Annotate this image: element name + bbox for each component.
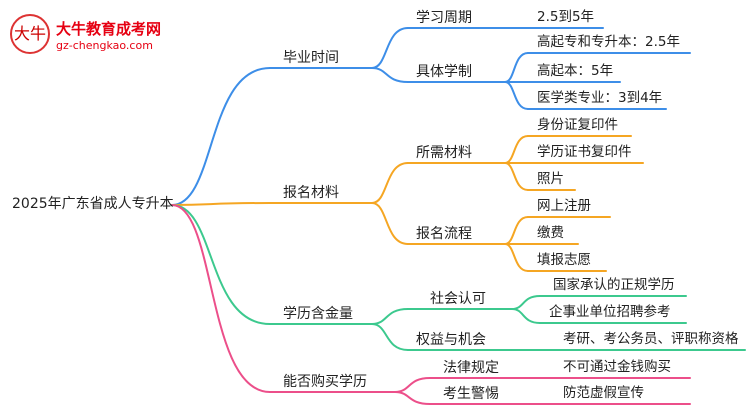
connector-branch1-child1 — [371, 202, 409, 245]
leaf-cannot-buy: 不可通过金钱购买 — [563, 359, 671, 375]
connector-branch0-child1-leaf0 — [504, 52, 529, 83]
connector-branch0-child1 — [371, 67, 409, 83]
connector-root-branch0 — [171, 67, 271, 206]
leaf-study-period-value: 2.5到5年 — [537, 9, 595, 25]
connector-branch1-child0-leaf2 — [504, 162, 529, 191]
connector-branch2-child0 — [371, 308, 409, 325]
leaf-state-recognized: 国家承认的正规学历 — [553, 277, 675, 293]
logo-badge-icon: 大牛 — [10, 14, 50, 54]
connector-branch3-child1 — [394, 391, 431, 405]
connector-branch2-child0-leaf1 — [511, 308, 541, 324]
connector-branch0-child0 — [371, 27, 409, 69]
connector-branch3-child0 — [394, 377, 431, 393]
node-required-materials: 所需材料 — [416, 145, 472, 161]
leaf-hiring-reference: 企事业单位招聘参考 — [549, 304, 671, 320]
connector-root-branch1 — [171, 202, 271, 206]
connector-root-branch2 — [171, 204, 271, 325]
node-application-process: 报名流程 — [416, 226, 472, 242]
node-candidate-alert: 考生警惕 — [443, 386, 499, 402]
connector-branch1-child0 — [371, 162, 409, 204]
logo-url: gz-chengkao.com — [56, 39, 153, 52]
connector-branch1-child1-leaf2 — [504, 243, 529, 272]
mindmap-root: 2025年广东省成人专升本 — [12, 196, 174, 212]
node-program-length: 具体学制 — [416, 64, 472, 80]
leaf-program-length-2: 高起本：5年 — [537, 63, 614, 79]
leaf-diploma-copy: 学历证书复印件 — [537, 144, 632, 160]
leaf-program-length-1: 高起专和专升本：2.5年 — [537, 34, 680, 50]
leaf-beware-false-ads: 防范虚假宣传 — [563, 385, 644, 401]
node-study-period: 学习周期 — [416, 10, 472, 26]
connector-branch2-child1 — [371, 323, 409, 351]
branch-buy-degree: 能否购买学历 — [283, 374, 367, 390]
logo-title: 大牛教育成考网 — [56, 20, 162, 38]
branch-application-materials: 报名材料 — [283, 185, 339, 201]
site-logo: 大牛 大牛教育成考网 gz-chengkao.com — [8, 12, 178, 56]
branch-graduation-time: 毕业时间 — [283, 50, 339, 66]
leaf-online-registration: 网上注册 — [537, 198, 591, 214]
connector-branch0-child1-leaf2 — [504, 81, 529, 110]
leaf-program-length-3: 医学类专业：3到4年 — [537, 90, 663, 106]
leaf-id-copy: 身份证复印件 — [537, 117, 618, 133]
leaf-fill-preferences: 填报志愿 — [537, 252, 591, 268]
connector-branch2-child0-leaf0 — [511, 295, 541, 310]
node-social-recognition: 社会认可 — [430, 291, 486, 307]
connector-branch1-child0-leaf0 — [504, 135, 529, 164]
node-rights-opportunities: 权益与机会 — [416, 332, 486, 348]
node-legal-rules: 法律规定 — [443, 360, 499, 376]
branch-degree-value: 学历含金量 — [283, 306, 353, 322]
leaf-exam-eligibility: 考研、考公务员、评职称资格 — [563, 331, 739, 347]
leaf-payment: 缴费 — [537, 225, 564, 241]
connector-branch1-child1-leaf0 — [504, 216, 529, 245]
connector-root-branch3 — [171, 204, 271, 393]
leaf-photo: 照片 — [537, 171, 564, 187]
